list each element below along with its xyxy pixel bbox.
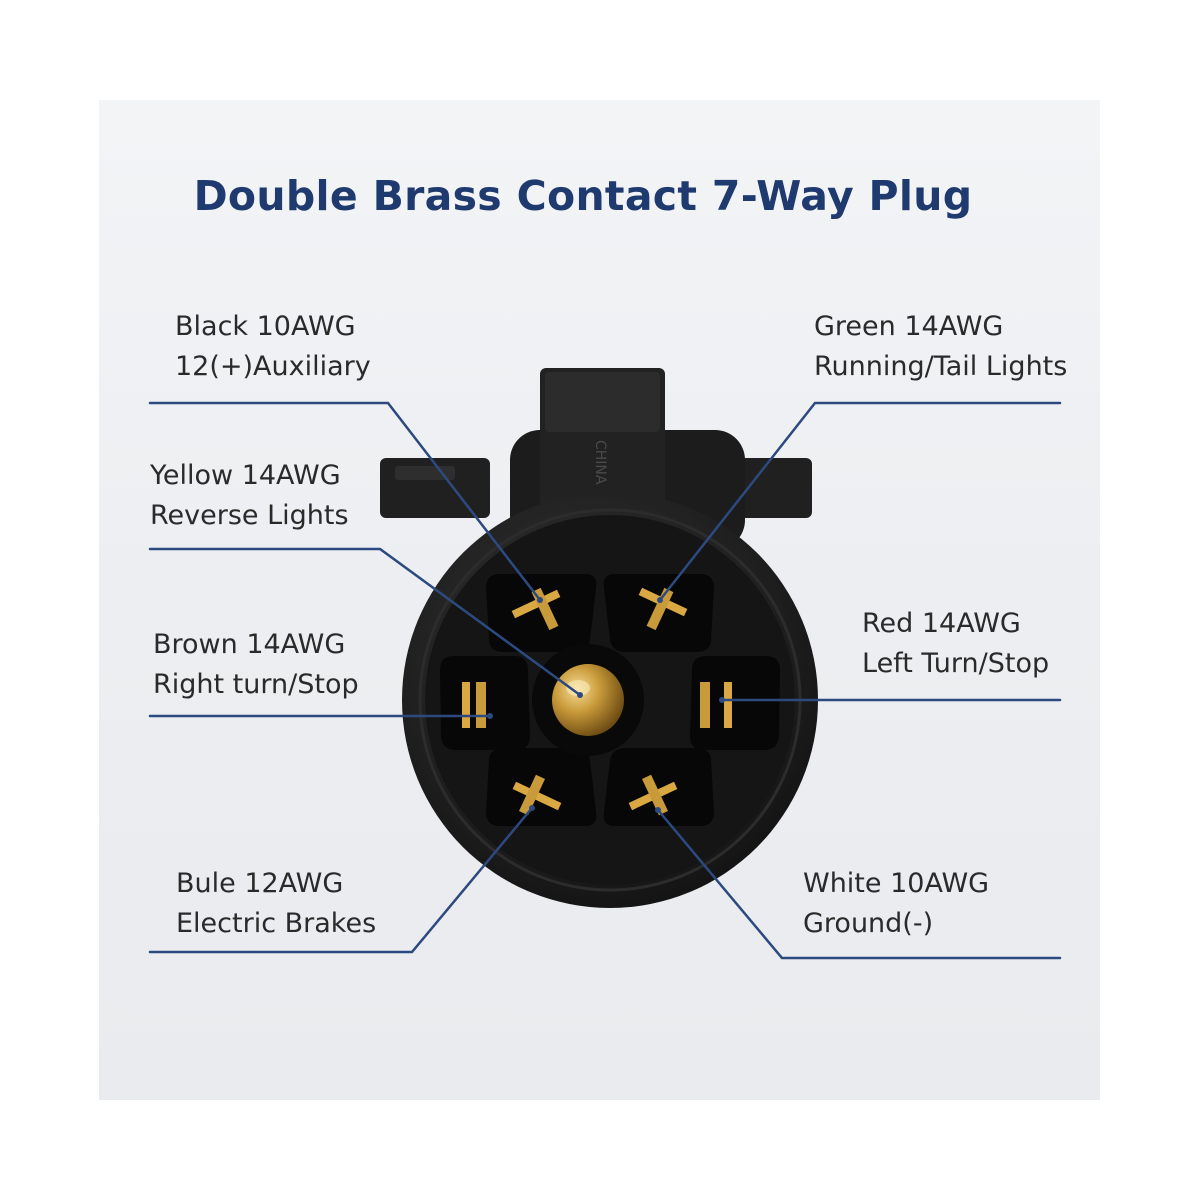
label-brown-gauge: Brown 14AWG [153,629,346,660]
label-blue-function: Electric Brakes [176,908,377,939]
label-black-function: 12(+)Auxiliary [175,351,371,382]
leader-dot-brown [487,713,493,719]
pin-socket-blue [486,748,597,826]
label-yellow-function: Reverse Lights [150,500,349,531]
leader-line-green [658,401,1062,602]
label-red: Red 14AWG Left Turn/Stop [862,604,1049,684]
label-blue-gauge: Bule 12AWG [176,868,344,899]
label-white: White 10AWG Ground(-) [803,864,989,944]
leader-dot-yellow [577,692,583,698]
label-green-gauge: Green 14AWG [814,311,1004,342]
label-yellow: Yellow 14AWG Reverse Lights [150,456,349,536]
label-blue: Bule 12AWG Electric Brakes [176,864,376,944]
pin-socket-brown [440,656,530,750]
leader-dot-white [655,807,661,813]
label-green-function: Running/Tail Lights [814,351,1068,382]
label-black-gauge: Black 10AWG [175,311,356,342]
pin-socket-white [603,748,714,826]
leader-dot-green [657,597,663,603]
plug-marking: CHINA [592,440,608,485]
leader-dot-red [719,697,725,703]
label-white-gauge: White 10AWG [803,868,990,899]
leader-line-white [656,808,1062,960]
label-red-gauge: Red 14AWG [862,608,1021,639]
pin-socket-red [690,656,780,750]
pin-socket-black [486,574,597,652]
leader-line-yellow [148,547,582,697]
label-red-function: Left Turn/Stop [862,648,1050,679]
diagram-title: Double Brass Contact 7-Way Plug [193,172,973,220]
pin-socket-green [603,574,714,652]
label-yellow-gauge: Yellow 14AWG [150,460,341,491]
label-brown: Brown 14AWG Right turn/Stop [153,625,359,705]
center-brass-pin [532,644,644,756]
leader-dot-black [537,597,543,603]
leader-dot-blue [529,805,535,811]
leader-line-blue [148,806,534,954]
label-white-function: Ground(-) [803,908,934,939]
label-green: Green 14AWG Running/Tail Lights [814,307,1067,387]
label-black: Black 10AWG 12(+)Auxiliary [175,307,371,387]
label-brown-function: Right turn/Stop [153,669,359,700]
